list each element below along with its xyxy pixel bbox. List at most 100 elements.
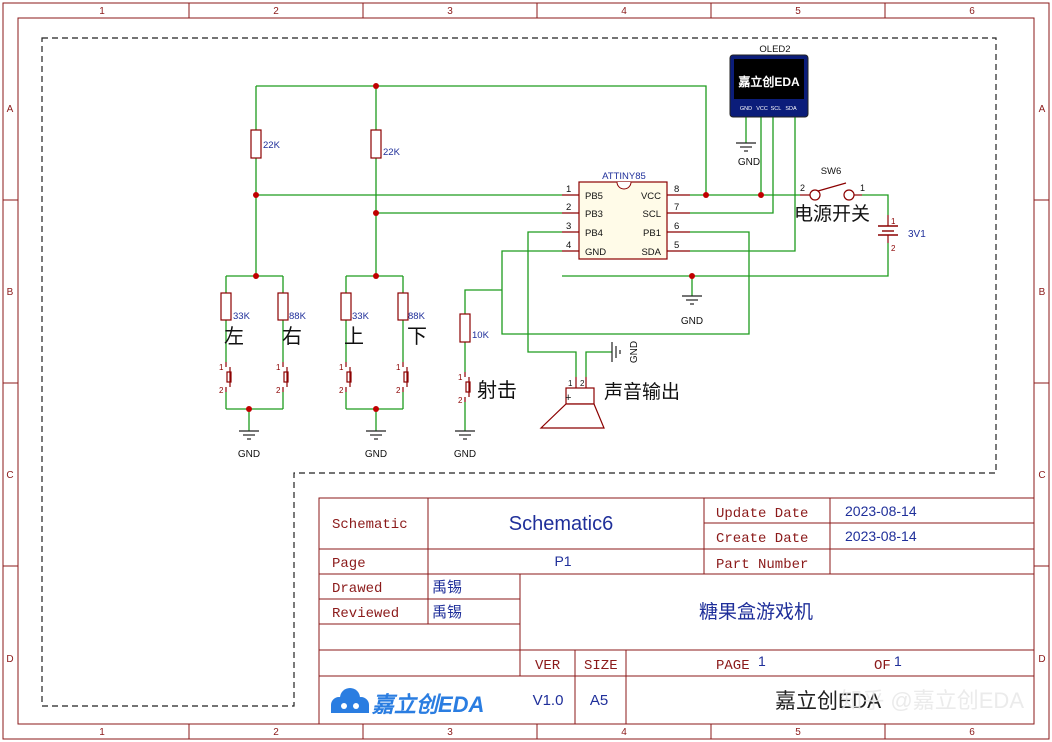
junctions <box>246 83 764 412</box>
resistor-values: 22K 22K 33K 88K 33K 88K 10K <box>233 140 490 341</box>
create-date-value: 2023-08-14 <box>845 528 917 544</box>
gnd-label: GND <box>738 157 760 168</box>
part-number-label: Part Number <box>716 557 808 573</box>
button-label-right: 右 <box>282 325 302 348</box>
pin-number: 2 <box>276 386 281 395</box>
of-label: OF <box>874 658 891 674</box>
col-label: 2 <box>273 6 279 17</box>
speaker-plus: + <box>565 392 571 404</box>
cloud-icon <box>331 688 369 713</box>
resistor-value: 33K <box>233 311 251 322</box>
project-title: 糖果盒游戏机 <box>699 601 813 623</box>
pin-number: 2 <box>339 386 344 395</box>
reviewed-label: Reviewed <box>332 606 399 622</box>
create-date-label: Create Date <box>716 531 808 547</box>
oled-ref: OLED2 <box>759 44 790 55</box>
col-label: 3 <box>447 727 453 738</box>
pin-name: PB4 <box>585 228 603 239</box>
pin-number: 1 <box>339 363 344 372</box>
oled-logo-text: 嘉立创EDA <box>737 74 800 89</box>
gnd-label: GND <box>629 341 640 363</box>
brand-text: 嘉立创EDA <box>775 690 881 713</box>
frame-labels: 1 2 3 4 5 6 1 2 3 4 5 6 A B C D A B C D <box>6 6 1045 738</box>
resistor-value: 22K <box>263 140 281 151</box>
ver-label: VER <box>535 658 561 674</box>
button-pin-numbers: 1 2 1 2 1 2 1 2 1 2 <box>219 363 463 405</box>
ground-symbols <box>239 142 756 440</box>
gnd-label: GND <box>681 316 703 327</box>
pin-number: 1 <box>219 363 224 372</box>
pin-number: 2 <box>219 386 224 395</box>
update-date-value: 2023-08-14 <box>845 503 917 519</box>
oled-pin: GND <box>740 106 752 112</box>
col-label: 1 <box>99 6 105 17</box>
button-label-left: 左 <box>224 325 244 348</box>
button-labels: 左 右 上 下 射击 <box>224 325 517 402</box>
size-label: SIZE <box>584 658 618 674</box>
resistor-value: 10K <box>472 330 490 341</box>
oled-pin: SDA <box>785 106 797 112</box>
col-label: 6 <box>969 6 975 17</box>
watermark: 知乎 @嘉立创EDA <box>840 688 1024 713</box>
button-label-fire: 射击 <box>477 379 517 402</box>
pin-number: 1 <box>568 379 573 388</box>
logo-text: 嘉立创EDA <box>371 692 484 717</box>
resistors <box>220 129 471 343</box>
title-block-text: Schematic Schematic6 Update Date 2023-08… <box>332 503 917 709</box>
battery: 3V1 1 2 <box>878 215 926 253</box>
row-label: C <box>6 470 13 481</box>
title-block <box>318 497 1035 725</box>
col-label: 1 <box>99 727 105 738</box>
pin-number: 2 <box>891 244 896 253</box>
col-label: 4 <box>621 6 627 17</box>
pin-name: VCC <box>641 191 661 202</box>
pin-number: 1 <box>276 363 281 372</box>
pin-name: SDA <box>641 247 661 258</box>
gnd-label: GND <box>365 449 387 460</box>
pin-number: 3 <box>566 221 571 232</box>
col-label: 3 <box>447 6 453 17</box>
size-value: A5 <box>590 692 608 709</box>
oled-display: OLED2 嘉立创EDA GND VCC SCL SDA <box>729 44 809 118</box>
gnd-label: GND <box>454 449 476 460</box>
pin-number: 1 <box>860 183 865 193</box>
pin-number: 1 <box>458 373 463 382</box>
schematic-name: Schematic6 <box>509 513 614 535</box>
power-switch: SW6 2 1 电源开关 <box>794 166 870 225</box>
pin-number: 8 <box>674 184 679 195</box>
col-label: 5 <box>795 727 801 738</box>
gnd-labels: GND GND GND GND GND GND <box>238 157 760 460</box>
pin-number: 2 <box>458 396 463 405</box>
pin-number: 1 <box>891 217 896 226</box>
pin-number: 1 <box>396 363 401 372</box>
mcu-ref: ATTINY85 <box>602 171 646 182</box>
drawed-label: Drawed <box>332 581 382 597</box>
of-value: 1 <box>894 653 902 669</box>
gnd-label: GND <box>238 449 260 460</box>
resistor-value: 33K <box>352 311 370 322</box>
row-label: A <box>7 104 14 115</box>
button-label-up: 上 <box>344 325 364 348</box>
pin-name: PB3 <box>585 209 603 220</box>
oled-pin: SCL <box>771 106 782 112</box>
ver-value: V1.0 <box>533 692 564 709</box>
page-num-label: PAGE <box>716 658 750 674</box>
col-label: 6 <box>969 727 975 738</box>
switch-label: 电源开关 <box>794 203 870 225</box>
wires <box>225 85 889 431</box>
page-num-value: 1 <box>758 653 766 669</box>
pin-name: GND <box>585 247 606 258</box>
row-label: B <box>7 287 14 298</box>
battery-value: 3V1 <box>908 229 926 240</box>
col-label: 2 <box>273 727 279 738</box>
schematic-label: Schematic <box>332 517 408 533</box>
jlc-eda-logo: 嘉立创EDA <box>331 688 484 717</box>
pin-number: 2 <box>396 386 401 395</box>
pin-number: 1 <box>566 184 571 195</box>
pin-name: PB1 <box>643 228 661 239</box>
switch-ref: SW6 <box>821 166 842 177</box>
update-date-label: Update Date <box>716 506 808 522</box>
col-label: 5 <box>795 6 801 17</box>
